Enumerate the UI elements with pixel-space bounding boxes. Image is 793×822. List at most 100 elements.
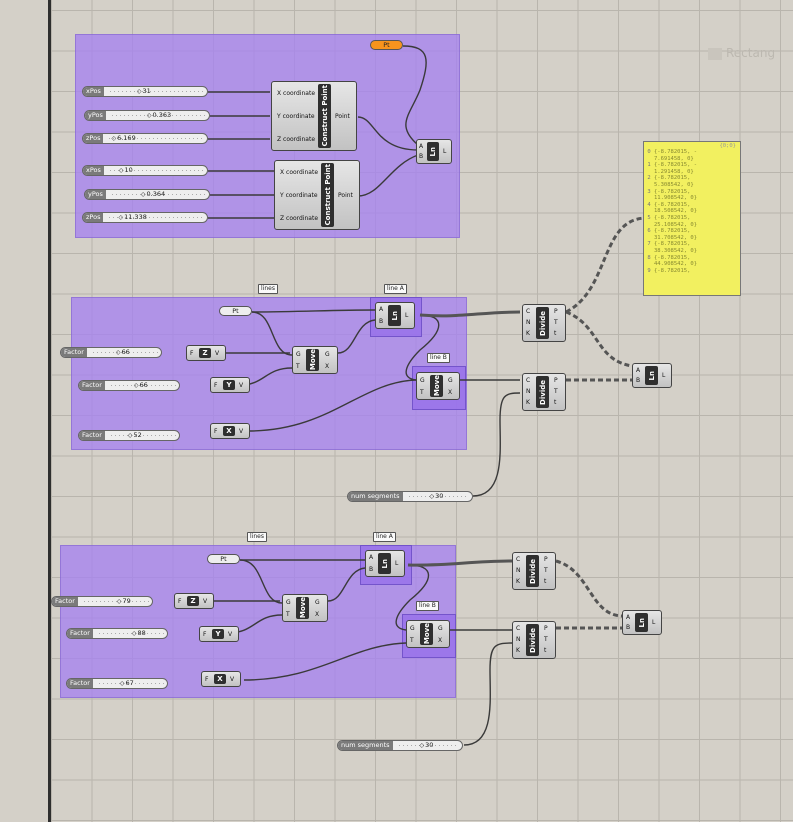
pin-x: X xyxy=(448,389,453,396)
canvas-edge xyxy=(48,0,51,822)
pin-f: F xyxy=(190,350,194,357)
pin-a: A xyxy=(626,614,631,621)
pin-t-param: t xyxy=(554,330,557,337)
panel-row: 4{-8.782015, 18.508542, 0} xyxy=(644,202,740,215)
ypos-slider-2[interactable]: yPos 0.364 xyxy=(84,189,210,200)
pin-f: F xyxy=(214,428,218,435)
panel-row-value: {-8.782015, 25.108542, 0} xyxy=(654,214,698,228)
pin-c: C xyxy=(526,377,531,384)
construct-point-1[interactable]: X coordinate Y coordinate Z coordinate C… xyxy=(271,81,357,151)
ypos-slider-1[interactable]: yPos 0.363 xyxy=(84,110,210,121)
pin-v: V xyxy=(239,382,244,389)
pin-g-out: G xyxy=(315,599,320,606)
pin-x: X xyxy=(315,611,320,618)
panel-row-index: 3 xyxy=(647,188,651,195)
pin-l: L xyxy=(395,560,399,567)
divide-component-b1[interactable]: C N K Divide P T t xyxy=(512,552,556,590)
factor-slider-a1[interactable]: Factor 66 xyxy=(60,347,162,358)
pin-n: N xyxy=(516,567,521,574)
panel-row-index: 0 xyxy=(647,149,651,155)
slider-label: zPos xyxy=(83,213,104,222)
panel-row: 1{-8.782015, - 1.291458, 0} xyxy=(644,162,740,175)
pin-x: X xyxy=(438,637,443,644)
move-component-a1[interactable]: G T Move G X xyxy=(292,346,338,374)
divide-component-b2[interactable]: C N K Divide P T t xyxy=(512,621,556,659)
zpos-slider-1[interactable]: zPos 6.169 xyxy=(82,133,208,144)
pin-a: A xyxy=(419,143,424,150)
xpos-slider-2[interactable]: xPos 10 xyxy=(82,165,208,176)
line-component-b-out[interactable]: A B Ln L xyxy=(622,610,662,635)
pin-b: B xyxy=(626,624,631,631)
panel-row-value: {-8.782015, 31.708542, 0} xyxy=(654,228,698,241)
pin-n: N xyxy=(526,388,531,395)
pin-z-coordinate: Z coordinate xyxy=(277,136,316,143)
component-title: Y xyxy=(215,630,221,638)
factor-slider-b2[interactable]: Factor 88 xyxy=(66,628,168,639)
xpos-slider-1[interactable]: xPos 31 xyxy=(82,86,208,97)
pin-c: C xyxy=(516,625,521,632)
slider-value: 30 xyxy=(420,741,433,750)
panel-row: 3{-8.782015, 11.908542, 0} xyxy=(644,189,740,202)
component-title: Y xyxy=(226,381,232,389)
unit-z-a[interactable]: F Z V xyxy=(186,345,226,361)
pin-n: N xyxy=(526,319,531,326)
line-component-b1[interactable]: A B Ln L xyxy=(365,550,405,577)
num-segments-slider-b[interactable]: num segments 30 xyxy=(337,740,463,751)
construct-point-2[interactable]: X coordinate Y coordinate Z coordinate C… xyxy=(274,160,360,230)
unit-x-a[interactable]: F X V xyxy=(210,423,250,439)
panel-row-value: {-8.782015, 5.308542, 0} xyxy=(654,175,694,188)
move-component-a2[interactable]: G T Move G X xyxy=(416,372,460,400)
component-title: Move xyxy=(432,375,441,397)
unit-y-a[interactable]: F Y V xyxy=(210,377,250,393)
rectangle-tab-label: Rectang xyxy=(726,46,776,60)
line-component-top[interactable]: A B Ln L xyxy=(416,139,452,164)
panel-row: 5{-8.782015, 25.108542, 0} xyxy=(644,215,740,228)
panel-row: 9{-8.782015, xyxy=(644,268,740,275)
pin-p: P xyxy=(544,556,548,563)
panel-row-index: 9 xyxy=(647,267,651,274)
pin-f: F xyxy=(205,676,209,683)
slider-label: Factor xyxy=(67,629,93,638)
slider-value: 6.169 xyxy=(111,134,136,143)
pin-t-param: t xyxy=(554,399,557,406)
rectangle-tab[interactable]: Rectang xyxy=(706,42,793,64)
factor-slider-a3[interactable]: Factor 52 xyxy=(78,430,180,441)
line-component-a-out[interactable]: A B Ln L xyxy=(632,363,672,388)
component-title: Divide xyxy=(528,558,537,584)
component-title: Divide xyxy=(538,310,547,336)
component-title: Construct Point xyxy=(323,164,332,226)
pin-k: K xyxy=(516,647,520,654)
slider-label: num segments xyxy=(338,741,393,750)
factor-slider-b1[interactable]: Factor 79 xyxy=(51,596,153,607)
factor-slider-b3[interactable]: Factor 67 xyxy=(66,678,168,689)
pt-param-orange[interactable]: Pt xyxy=(370,40,403,50)
pin-l: L xyxy=(662,372,666,379)
slider-label: Factor xyxy=(52,597,78,606)
pin-t: T xyxy=(286,611,290,618)
component-title: Ln xyxy=(647,370,656,381)
pin-l: L xyxy=(405,312,409,319)
divide-component-a1[interactable]: C N K Divide P T t xyxy=(522,304,566,342)
line-component-a1[interactable]: A B Ln L xyxy=(375,302,415,329)
slider-value: 31 xyxy=(137,87,151,96)
slider-label: Factor xyxy=(79,431,105,440)
zpos-slider-2[interactable]: zPos 11.338 xyxy=(82,212,208,223)
pin-b: B xyxy=(369,566,374,573)
num-segments-slider-a[interactable]: num segments 30 xyxy=(347,491,473,502)
slider-value: 0.364 xyxy=(141,190,166,199)
pin-t: T xyxy=(296,363,300,370)
unit-y-b[interactable]: F Y V xyxy=(199,626,239,642)
factor-slider-a2[interactable]: Factor 66 xyxy=(78,380,180,391)
divide-component-a2[interactable]: C N K Divide P T t xyxy=(522,373,566,411)
output-panel[interactable]: {0;0} 0{-8.782015, - 7.691458, 0}1{-8.78… xyxy=(643,141,741,296)
move-component-b2[interactable]: G T Move G X xyxy=(406,620,450,648)
component-title: Divide xyxy=(528,627,537,653)
pt-param-b[interactable]: Pt xyxy=(207,554,240,564)
pin-p: P xyxy=(554,308,558,315)
unit-z-b[interactable]: F Z V xyxy=(174,593,214,609)
pt-param-a[interactable]: Pt xyxy=(219,306,252,316)
move-component-b1[interactable]: G T Move G X xyxy=(282,594,328,622)
panel-row-index: 6 xyxy=(647,228,651,235)
unit-x-b[interactable]: F X V xyxy=(201,671,241,687)
